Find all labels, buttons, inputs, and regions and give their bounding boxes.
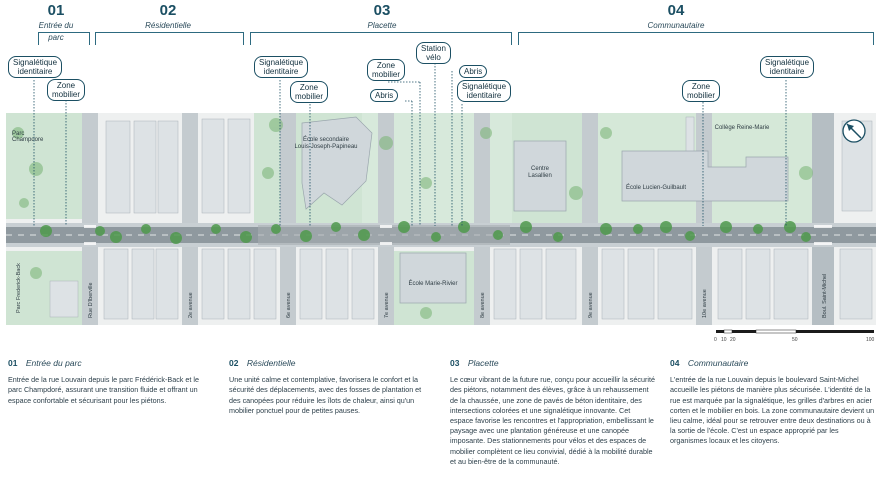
description-heading: 04 Communautaire [670, 358, 875, 368]
callout-signaletique-identitaire: Signalétique identitaire [254, 56, 309, 78]
callout-label: Signalétique identitaire [462, 82, 507, 100]
zone-number: 03 [373, 2, 391, 19]
callout-label: Signalétique identitaire [259, 58, 304, 76]
callout-label: Abris [464, 67, 483, 76]
site-plan: Parc Champdore École secondaire Louis-Jo… [6, 113, 876, 325]
svg-text:9e avenue: 9e avenue [588, 292, 594, 318]
svg-text:École secondaire: École secondaire [303, 136, 350, 143]
callout-label: Zone mobilier [372, 61, 401, 79]
description-text: L'entrée de la rue Louvain depuis le bou… [670, 375, 875, 446]
description-number: 02 [229, 358, 239, 368]
zone-number: 04 [667, 2, 685, 19]
callout-zone-mobilier: Zone mobilier [367, 59, 406, 81]
description-heading: 01 Entrée du parc [8, 358, 213, 368]
svg-text:7e avenue: 7e avenue [384, 292, 390, 318]
svg-text:2e avenue: 2e avenue [188, 292, 194, 318]
scale-label: 50 [792, 337, 798, 343]
svg-text:Champdore: Champdore [12, 137, 44, 143]
zone-header-01: 01 Entrée du parc [30, 0, 82, 44]
zone-header-02: 02 Résidentielle [120, 0, 216, 32]
svg-text:10e avenue: 10e avenue [702, 289, 708, 318]
svg-text:Louis-Joseph-Papineau: Louis-Joseph-Papineau [294, 144, 357, 150]
description-title: Communautaire [687, 358, 749, 368]
zone-name: Placette [367, 21, 397, 30]
zone-header-04: 04 Communautaire [620, 0, 732, 32]
svg-text:Lasallien: Lasallien [528, 173, 552, 179]
description-02: 02 Résidentielle Une unité calme et cont… [229, 358, 434, 416]
callout-label: Zone mobilier [52, 81, 81, 99]
description-number: 01 [8, 358, 18, 368]
zone-bracket-04 [518, 32, 874, 45]
callout-label: Station vélo [421, 44, 446, 62]
scale-label: 10 [721, 337, 727, 343]
svg-text:8e avenue: 8e avenue [480, 292, 486, 318]
description-text: Une unité calme et contemplative, favori… [229, 375, 422, 415]
zone-header-03: 03 Placette [330, 0, 434, 32]
callout-station-velo: Station vélo [416, 42, 451, 64]
scale-bar [716, 329, 874, 334]
zone-number: 01 [47, 2, 65, 19]
svg-text:École Marie-Rivier: École Marie-Rivier [408, 280, 457, 287]
description-03: 03 Placette Le cœur vibrant de la future… [450, 358, 655, 467]
description-01: 01 Entrée du parc Entrée de la rue Louva… [8, 358, 213, 406]
callout-signaletique-identitaire: Signalétique identitaire [457, 80, 512, 102]
north-arrow-icon [842, 119, 866, 143]
scale-label: 100 [866, 337, 875, 343]
svg-text:Rue D'Iberville: Rue D'Iberville [88, 282, 94, 318]
svg-text:Centre: Centre [531, 166, 550, 172]
zone-bracket-03 [250, 32, 512, 45]
description-title: Entrée du parc [25, 358, 82, 368]
zone-bracket-02 [95, 32, 244, 45]
description-text: Le cœur vibrant de la future rue, conçu … [450, 375, 655, 466]
description-title: Résidentielle [246, 358, 296, 368]
description-heading: 03 Placette [450, 358, 655, 368]
zone-bracket-01 [38, 32, 90, 45]
description-04: 04 Communautaire L'entrée de la rue Louv… [670, 358, 875, 447]
description-number: 04 [670, 358, 680, 368]
callout-label: Zone mobilier [687, 82, 716, 100]
callout-label: Signalétique identitaire [765, 58, 810, 76]
label-parc-champdore: Parc [12, 131, 24, 137]
svg-text:Boul. Saint-Michel: Boul. Saint-Michel [822, 274, 828, 318]
svg-text:Collège Reine-Marie: Collège Reine-Marie [715, 125, 770, 131]
zone-number: 02 [159, 2, 177, 19]
callout-label: Signalétique identitaire [13, 58, 58, 76]
callout-label: Abris [375, 91, 394, 100]
callout-abris: Abris [370, 89, 399, 102]
description-title: Placette [467, 358, 499, 368]
callout-zone-mobilier: Zone mobilier [682, 80, 721, 102]
zone-name: Résidentielle [145, 21, 191, 30]
description-text: Entrée de la rue Louvain depuis le parc … [8, 375, 199, 405]
zone-name: Entrée du parc [38, 21, 74, 42]
description-heading: 02 Résidentielle [229, 358, 434, 368]
description-number: 03 [450, 358, 460, 368]
svg-text:6e avenue: 6e avenue [286, 292, 292, 318]
scale-label: 20 [730, 337, 736, 343]
callout-signaletique-identitaire: Signalétique identitaire [760, 56, 815, 78]
svg-text:Parc Frederick-Back: Parc Frederick-Back [16, 263, 22, 313]
callout-abris: Abris [459, 65, 488, 78]
callout-zone-mobilier: Zone mobilier [290, 81, 329, 103]
zone-name: Communautaire [647, 21, 705, 30]
scale-label: 0 [714, 337, 717, 343]
callout-zone-mobilier: Zone mobilier [47, 79, 86, 101]
svg-text:École Lucien-Guilbault: École Lucien-Guilbault [626, 184, 686, 191]
callout-label: Zone mobilier [295, 83, 324, 101]
callout-signaletique-identitaire: Signalétique identitaire [8, 56, 63, 78]
